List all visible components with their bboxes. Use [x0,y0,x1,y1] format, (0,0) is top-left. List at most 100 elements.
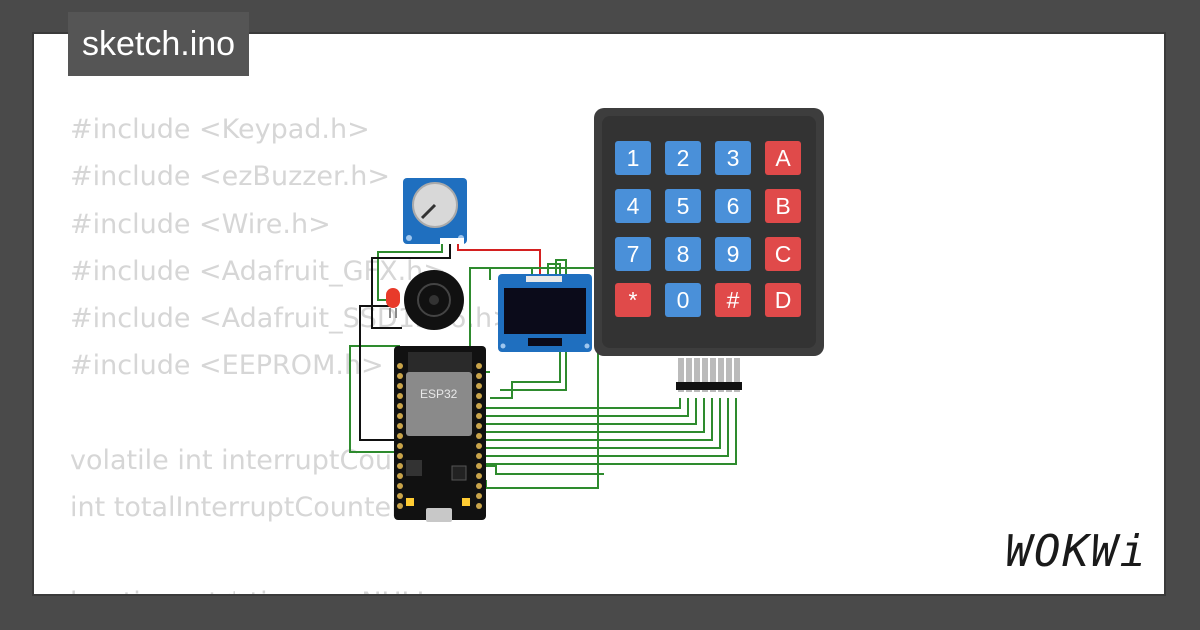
key-cap [765,283,801,317]
key-cap [615,283,651,317]
code-editor: #include <Keypad.h>#include <ezBuzzer.h>… [70,106,515,594]
key-label: # [727,287,740,313]
key-cap [715,283,751,317]
pin [476,363,482,369]
keypad-key[interactable]: * [615,283,651,317]
keypad-key[interactable]: 2 [665,141,701,175]
en-button[interactable] [462,498,470,506]
buzzer-hole [429,295,439,305]
pin [476,433,482,439]
kp-wire-2 [484,398,689,417]
code-line: hw_timer_t * timer = NULL; [70,579,515,594]
key-cap [715,189,751,223]
pin [476,463,482,469]
pin [397,393,403,399]
aux-wire [480,465,604,475]
pin [476,403,482,409]
pin [397,483,403,489]
pin [397,463,403,469]
pin [397,443,403,449]
keypad-key[interactable]: B [765,189,801,223]
keypad-key[interactable]: 3 [715,141,751,175]
key-label: 2 [677,145,690,171]
connector-pin [686,358,692,392]
pin [397,413,403,419]
pot-signal-wire [371,244,451,329]
pin [476,503,482,509]
connector-pin [726,358,732,392]
key-label: 3 [727,145,740,171]
keypad-key[interactable]: 5 [665,189,701,223]
pin [476,473,482,479]
mount-hole [584,343,590,349]
antenna-area [408,352,472,372]
pin [397,433,403,439]
key-label: 8 [677,241,690,267]
pin [397,403,403,409]
connector-pin [718,358,724,392]
key-label: 4 [627,193,640,219]
red-led[interactable] [386,288,400,318]
key-cap [765,237,801,271]
key-label: A [775,145,791,171]
esp32-board[interactable]: ESP32 [394,346,486,522]
pin [476,423,482,429]
led-body [386,288,400,308]
oled-ribbon [528,338,562,346]
oled-scl-wire [490,263,561,399]
pin [397,493,403,499]
keypad-key[interactable]: 0 [665,283,701,317]
pin-header-left [397,363,403,509]
key-cap [665,189,701,223]
pin [476,413,482,419]
pot-gnd-wire [377,244,443,301]
key-label: 7 [627,241,640,267]
keypad-key[interactable]: # [715,283,751,317]
mount-hole [406,235,412,241]
kp-wire-4 [484,398,705,433]
code-line: #include <EEPROM.h> [70,350,384,382]
kp-wire-1 [484,398,681,409]
usb-chip [451,465,467,481]
connector-pin [702,358,708,392]
key-cap [615,237,651,271]
oled-display[interactable] [498,274,592,352]
keypad-key[interactable]: C [765,237,801,271]
keypad-connector-area [676,358,742,398]
file-tab-title[interactable]: sketch.ino [68,12,250,76]
key-label: 1 [627,145,640,171]
key-label: 0 [677,287,690,313]
key-label: D [775,287,792,313]
esp32-module [406,372,472,436]
key-cap [665,141,701,175]
potentiometer[interactable] [403,178,467,244]
kp-wire-5 [484,398,713,441]
keypad-key[interactable]: A [765,141,801,175]
pin [476,493,482,499]
code-line: #include <Wire.h> [70,208,331,240]
pin [476,393,482,399]
buzzer[interactable] [404,270,464,330]
key-cap [615,189,651,223]
keypad-key[interactable]: 7 [615,237,651,271]
oled-sda-wire [500,259,567,391]
keypad-key[interactable]: D [765,283,801,317]
pot-pins [440,238,464,244]
keypad-key[interactable]: 8 [665,237,701,271]
key-cap [765,141,801,175]
keypad-key[interactable]: 9 [715,237,751,271]
pin [397,373,403,379]
esp32-chip-label: ESP32 [420,387,458,401]
micro-usb-port [426,508,452,522]
key-label: B [775,193,790,219]
boot-button[interactable] [406,498,414,506]
key-label: 5 [677,193,690,219]
keypad-key[interactable]: 4 [615,189,651,223]
keypad-connector [676,358,742,392]
buzzer-wire [359,305,400,441]
kp-wire-7 [484,398,729,457]
keypad-key[interactable]: 1 [615,141,651,175]
key-cap [715,141,751,175]
keypad-key[interactable]: 6 [715,189,751,223]
